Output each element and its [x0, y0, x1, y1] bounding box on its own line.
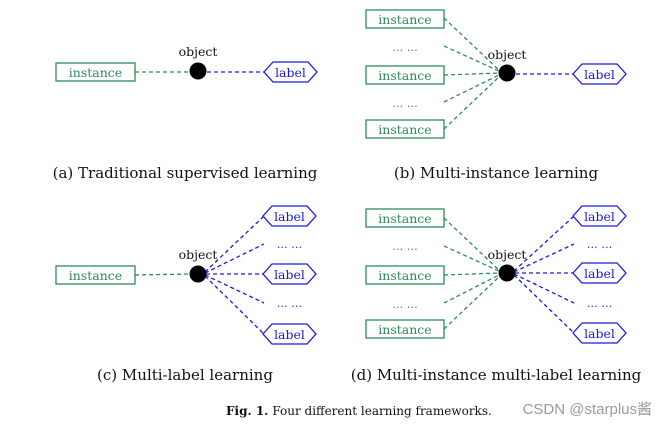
- figure-caption: Fig. 1. Four different learning framework…: [226, 404, 492, 418]
- panel-c: instance object label … … label … … labe…: [55, 205, 317, 384]
- edge-instance-object: [443, 273, 502, 304]
- label-text: label: [584, 209, 615, 224]
- edge-object-label: [513, 274, 575, 334]
- label-text: label: [584, 266, 615, 281]
- instance-text: instance: [69, 65, 122, 80]
- edge-object-label: [204, 274, 265, 304]
- edge-instance-object: [443, 245, 502, 273]
- instance-box: [365, 265, 445, 285]
- label-hexagon: [572, 205, 627, 227]
- caption-a: (a) Traditional supervised learning: [53, 164, 318, 182]
- label-text: label: [274, 267, 305, 282]
- object-text: object: [179, 44, 218, 59]
- edge-instance-object: [443, 272, 502, 276]
- label-hexagon: [262, 323, 317, 345]
- instance-box: [55, 62, 136, 82]
- object-node: [498, 64, 516, 82]
- object-text: object: [488, 47, 527, 62]
- panel-a: instance object label (a) Traditional su…: [53, 44, 318, 182]
- caption-d: (d) Multi-instance multi-label learning: [351, 366, 642, 384]
- edge-instance-object: [443, 274, 502, 330]
- caption-b: (b) Multi-instance learning: [394, 164, 599, 182]
- edge-instance-object: [443, 17, 502, 73]
- object-text: object: [488, 247, 527, 262]
- edge-instance-object: [443, 72, 502, 76]
- edge-object-label: [204, 275, 265, 335]
- object-node: [189, 265, 207, 283]
- label-hexagon: [572, 262, 627, 284]
- panel-d: instance … … instance … … instance objec…: [351, 205, 642, 384]
- instance-box: [365, 9, 445, 29]
- instance-box: [365, 65, 445, 85]
- ellipsis-text: … …: [392, 240, 418, 253]
- instance-text: instance: [378, 322, 431, 337]
- figure-caption-text: Four different learning frameworks.: [272, 404, 491, 418]
- ellipsis-text: … …: [392, 298, 418, 311]
- instance-box: [365, 208, 445, 228]
- panel-b: instance … … instance … … instance objec…: [365, 9, 627, 182]
- ellipsis-text: … …: [587, 297, 613, 310]
- ellipsis-text: … …: [392, 41, 418, 54]
- edge-instance-object: [443, 45, 502, 73]
- caption-c: (c) Multi-label learning: [97, 366, 273, 384]
- label-hexagon: [262, 263, 317, 285]
- watermark-text: CSDN @starplus酱: [523, 401, 652, 418]
- edge-instance-object: [443, 73, 502, 103]
- label-hexagon: [572, 322, 627, 344]
- label-text: label: [274, 327, 305, 342]
- label-text: label: [274, 209, 305, 224]
- instance-box: [55, 265, 136, 285]
- edge-object-label: [513, 273, 575, 304]
- object-node: [498, 264, 516, 282]
- instance-box: [365, 119, 445, 139]
- label-hexagon: [262, 205, 317, 227]
- edge-instance-object: [443, 217, 502, 273]
- label-text: label: [584, 326, 615, 341]
- edge-instance-object: [134, 273, 191, 276]
- label-text: label: [584, 67, 615, 82]
- edge-instance-object: [443, 74, 502, 130]
- label-hexagon: [263, 61, 318, 83]
- ellipsis-text: … …: [587, 238, 613, 251]
- ellipsis-text: … …: [277, 297, 303, 310]
- instance-text: instance: [378, 122, 431, 137]
- label-text: label: [275, 65, 306, 80]
- object-node: [189, 62, 207, 80]
- instance-text: instance: [378, 68, 431, 83]
- instance-box: [365, 319, 445, 339]
- ellipsis-text: … …: [392, 97, 418, 110]
- instance-text: instance: [378, 268, 431, 283]
- edge-object-label: [204, 243, 265, 274]
- edge-object-label: [513, 215, 575, 272]
- edge-object-label: [204, 215, 265, 273]
- instance-text: instance: [378, 211, 431, 226]
- instance-text: instance: [378, 12, 431, 27]
- instance-text: instance: [69, 268, 122, 283]
- object-text: object: [179, 247, 218, 262]
- label-hexagon: [572, 63, 627, 85]
- figure-caption-prefix: Fig. 1.: [226, 404, 268, 418]
- ellipsis-text: … …: [277, 238, 303, 251]
